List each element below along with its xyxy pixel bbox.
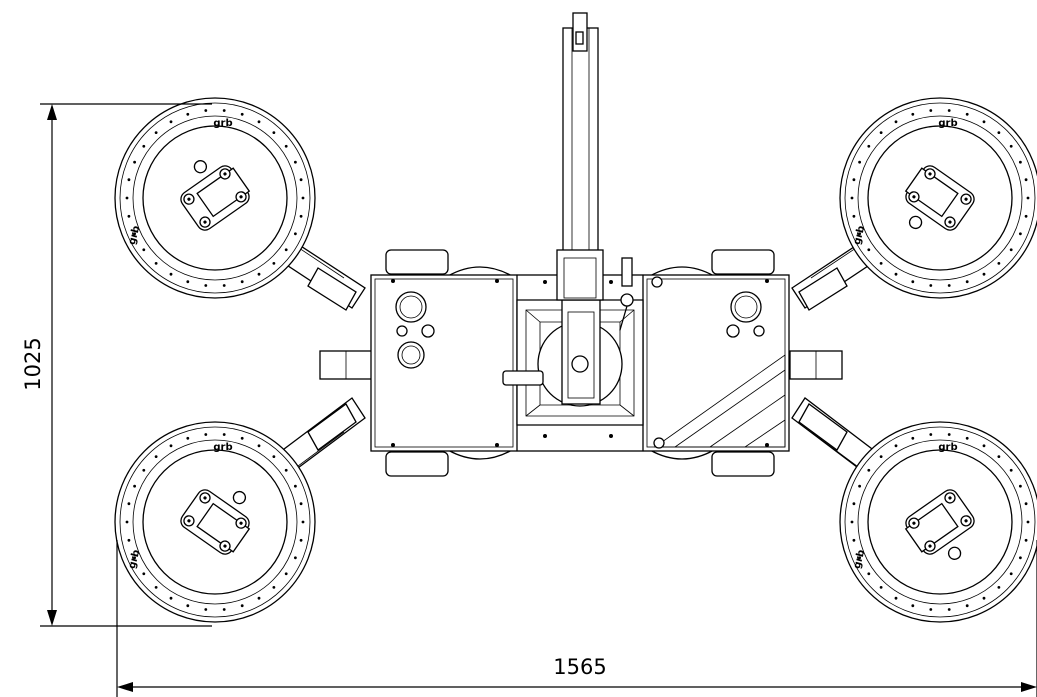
pad-brand-label: grb bbox=[852, 225, 868, 246]
pad-brand-label: grb bbox=[213, 118, 232, 129]
suction-pad-top-left: grb grb bbox=[114, 97, 316, 299]
lever-handle bbox=[502, 370, 544, 386]
pad-brand-label: grb bbox=[127, 549, 143, 570]
gauge-right-upper bbox=[730, 291, 762, 323]
pad-brand-label: grb bbox=[938, 442, 957, 453]
suction-pad-bottom-right: grb grb bbox=[839, 421, 1037, 623]
suction-pad-bottom-left: grb grb bbox=[114, 421, 316, 623]
central-frame bbox=[319, 249, 843, 477]
suction-pad-top-right: grb grb bbox=[839, 97, 1037, 299]
height-dimension-label: 1025 bbox=[21, 337, 45, 390]
handle-bottom-left bbox=[385, 451, 449, 477]
gauge-left-upper bbox=[395, 291, 427, 323]
dimension-width: 1565 bbox=[116, 540, 1037, 697]
handle-bottom-right bbox=[711, 451, 775, 477]
width-dimension-label: 1565 bbox=[553, 655, 606, 679]
handle-top-left bbox=[385, 249, 449, 275]
lifting-mast bbox=[562, 12, 599, 254]
pad-brand-label: grb bbox=[852, 549, 868, 570]
handle-top-right bbox=[711, 249, 775, 275]
pad-brand-label: grb bbox=[213, 442, 232, 453]
pad-brand-label: grb bbox=[127, 225, 143, 246]
dimension-height: 1025 bbox=[21, 103, 212, 627]
pad-brand-label: grb bbox=[938, 118, 957, 129]
